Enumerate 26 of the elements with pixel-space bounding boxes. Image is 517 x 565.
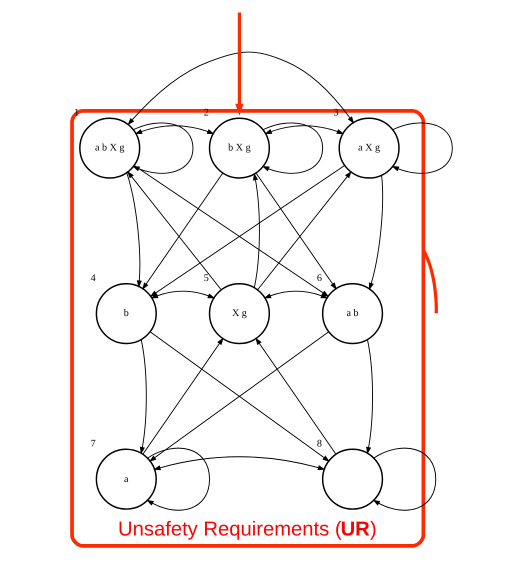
arrow [368, 174, 384, 290]
arrow [128, 52, 354, 126]
node-label: 6 [316, 272, 322, 284]
arrow [146, 448, 210, 511]
arrow [255, 338, 336, 455]
arrow [126, 172, 142, 288]
arrow [372, 448, 436, 511]
arrow [153, 456, 326, 470]
arrow [262, 122, 324, 174]
node-label: 8 [316, 438, 322, 450]
arrow [264, 125, 344, 134]
arrow [252, 172, 260, 288]
arrow [142, 172, 224, 290]
arrow [235, 12, 244, 116]
arrow [257, 171, 352, 290]
node-label: 4 [90, 272, 96, 284]
node-label: 7 [90, 438, 96, 450]
arrow [140, 339, 147, 454]
arrow [142, 338, 224, 455]
arrow [392, 122, 453, 174]
node-label: 5 [204, 272, 209, 284]
arrow [127, 171, 222, 290]
arrow [366, 339, 373, 454]
arrow [264, 290, 328, 298]
arrow [256, 172, 337, 290]
arrow [134, 125, 214, 134]
